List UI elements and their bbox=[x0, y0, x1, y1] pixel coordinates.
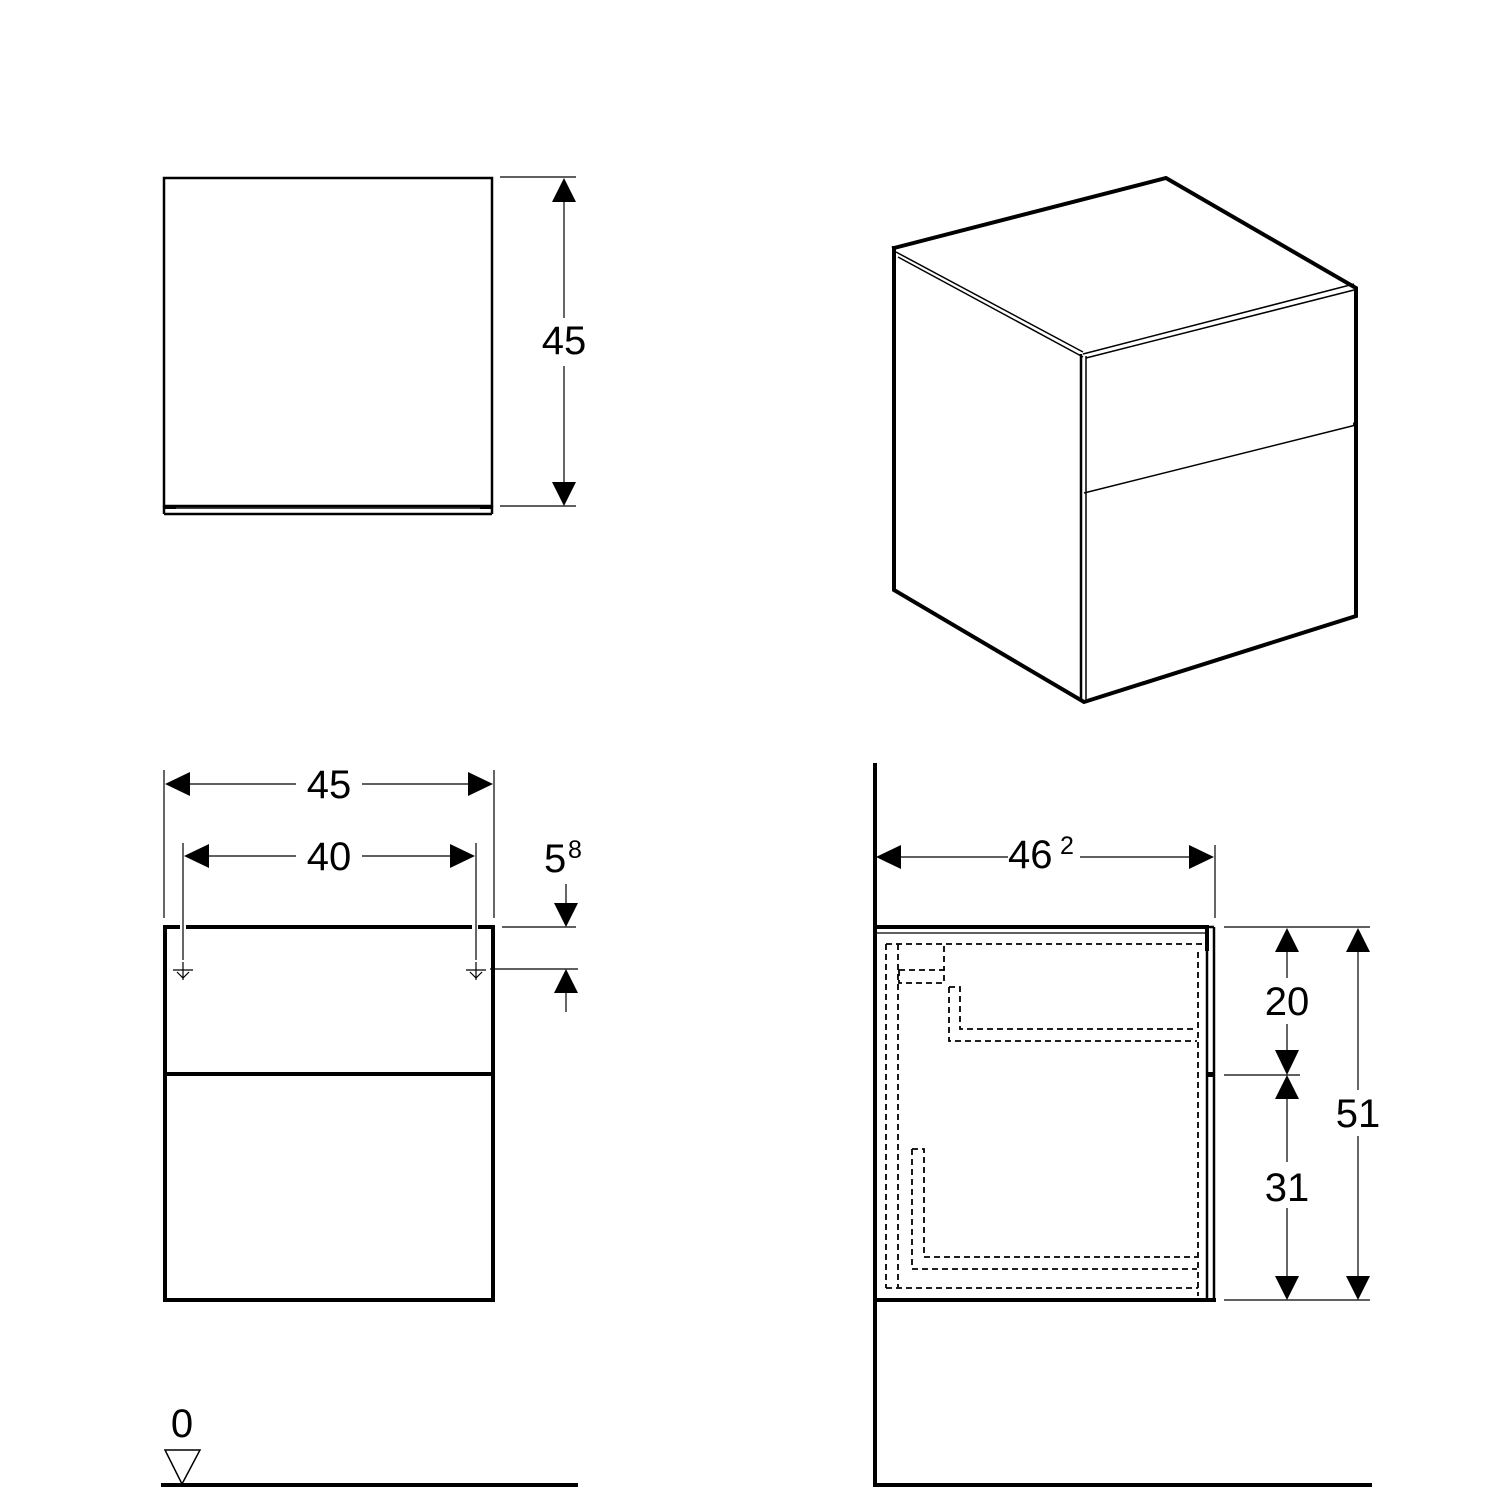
arrow-down-icon bbox=[552, 482, 576, 506]
side-view-depth-superscript: 2 bbox=[1060, 832, 1074, 860]
side-view-overall-height-dimension: 51 bbox=[1336, 928, 1381, 1300]
front-view-hole-offset-superscript: 8 bbox=[568, 836, 582, 864]
arrow-left-icon bbox=[184, 844, 209, 868]
arrow-down-icon bbox=[1275, 1276, 1299, 1300]
top-view-height-label: 45 bbox=[542, 319, 587, 363]
arrow-up-icon bbox=[1275, 928, 1299, 952]
side-view-upper-drawer-dimension: 20 bbox=[1265, 928, 1310, 1075]
top-view-height-dimension: 45 bbox=[500, 176, 587, 507]
front-view-hole-offset-dimension: 5 8 bbox=[490, 836, 582, 1012]
side-view: 46 2 20 31 51 bbox=[873, 763, 1381, 1487]
front-view-width-label: 45 bbox=[307, 763, 352, 807]
side-view-depth-label: 46 bbox=[1008, 833, 1053, 877]
arrow-down-icon bbox=[1346, 1276, 1370, 1300]
side-view-upper-drawer-label: 20 bbox=[1265, 980, 1310, 1024]
top-view: 45 bbox=[162, 176, 587, 516]
front-view-hole-offset-label: 5 bbox=[544, 837, 566, 881]
arrow-left-icon bbox=[165, 772, 190, 796]
front-view-width-dimension: 45 bbox=[163, 763, 495, 918]
level-triangle-icon bbox=[163, 1449, 202, 1486]
arrow-up-icon bbox=[552, 178, 576, 202]
side-view-hidden-lines bbox=[885, 943, 1203, 1296]
top-view-outline bbox=[162, 176, 494, 508]
arrow-right-icon bbox=[1189, 845, 1214, 869]
front-view: 45 40 bbox=[161, 763, 582, 1487]
front-view-hole-spacing-label: 40 bbox=[307, 835, 352, 879]
floor-level-marker: 0 bbox=[161, 1402, 578, 1487]
mounting-hole-left-icon bbox=[173, 962, 193, 980]
isometric-drawer-division bbox=[1083, 424, 1357, 494]
arrow-up-icon bbox=[1346, 928, 1370, 952]
mounting-hole-right-icon bbox=[466, 962, 486, 980]
front-view-outline bbox=[163, 925, 495, 1302]
side-view-overall-height-label: 51 bbox=[1336, 1092, 1381, 1136]
arrow-up-icon bbox=[554, 969, 578, 993]
side-view-depth-dimension: 46 2 bbox=[876, 832, 1216, 918]
arrow-right-icon bbox=[450, 844, 475, 868]
arrow-up-icon bbox=[1275, 1075, 1299, 1099]
arrow-left-icon bbox=[876, 845, 901, 869]
isometric-view bbox=[891, 175, 1358, 705]
floor-level-label: 0 bbox=[171, 1402, 193, 1446]
side-view-lower-drawer-dimension: 31 bbox=[1265, 1075, 1310, 1300]
arrow-right-icon bbox=[468, 772, 493, 796]
front-view-hole-spacing-dimension: 40 bbox=[182, 835, 477, 960]
arrow-down-icon bbox=[1275, 1050, 1299, 1075]
isometric-outline bbox=[891, 175, 1358, 705]
arrow-down-icon bbox=[554, 903, 578, 927]
side-view-lower-drawer-label: 31 bbox=[1265, 1166, 1310, 1210]
